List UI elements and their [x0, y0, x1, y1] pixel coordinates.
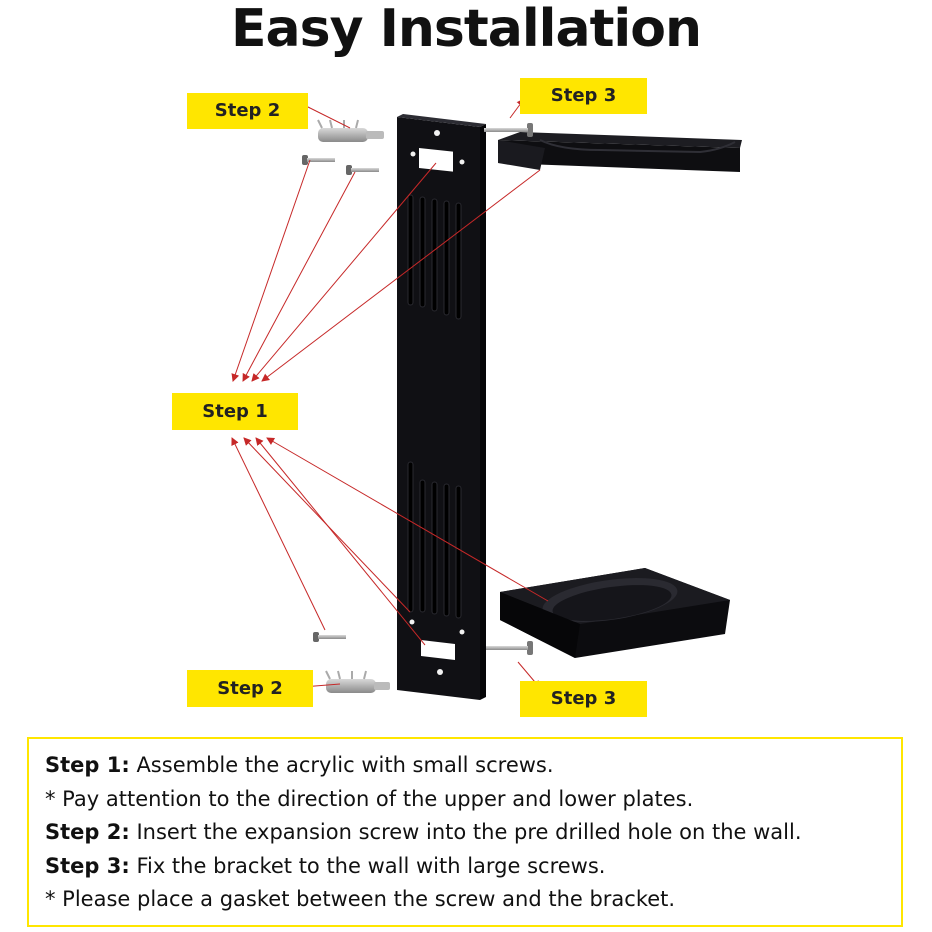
step3-top-label: Step 3: [520, 78, 647, 114]
step2-bottom-label: Step 2: [187, 670, 313, 707]
back-plate: [397, 114, 486, 700]
instruction-step3: Step 3: Fix the bracket to the wall with…: [45, 850, 885, 884]
top-small-screw-1: [302, 155, 335, 165]
instruction-note2: * Please place a gasket between the scre…: [45, 883, 885, 917]
instruction-note1: * Pay attention to the direction of the …: [45, 783, 885, 817]
instruction-step2-heading: Step 2:: [45, 820, 130, 844]
instruction-note2-text: * Please place a gasket between the scre…: [45, 887, 676, 911]
step3-bottom-label: Step 3: [520, 681, 647, 717]
instruction-step1-text: Assemble the acrylic with small screws.: [129, 753, 554, 777]
upper-bracket: [498, 132, 742, 172]
bottom-small-screw: [313, 632, 346, 642]
pointer-lines: [231, 98, 549, 692]
instruction-step2-text: Insert the expansion screw into the pre …: [129, 820, 802, 844]
step2-top-label: Step 2: [187, 93, 308, 129]
step1-label: Step 1: [172, 393, 298, 430]
instruction-step1: Step 1: Assemble the acrylic with small …: [45, 749, 885, 783]
top-large-screw: [484, 123, 533, 137]
bottom-anchor: [325, 670, 390, 693]
instruction-note1-text: * Pay attention to the direction of the …: [45, 786, 694, 811]
instruction-step3-heading: Step 3:: [45, 853, 130, 878]
lower-bracket: [500, 568, 730, 658]
top-small-screw-2: [346, 165, 379, 175]
instruction-step3-text: Fix the bracket to the wall with large s…: [129, 853, 606, 878]
page-title: Easy Installation: [231, 0, 702, 59]
top-anchor: [317, 119, 384, 142]
instruction-step1-heading: Step 1:: [45, 753, 130, 777]
instruction-step2: Step 2: Insert the expansion screw into …: [45, 816, 885, 850]
instructions-box: Step 1: Assemble the acrylic with small …: [27, 737, 903, 927]
bottom-large-screw: [486, 641, 533, 655]
